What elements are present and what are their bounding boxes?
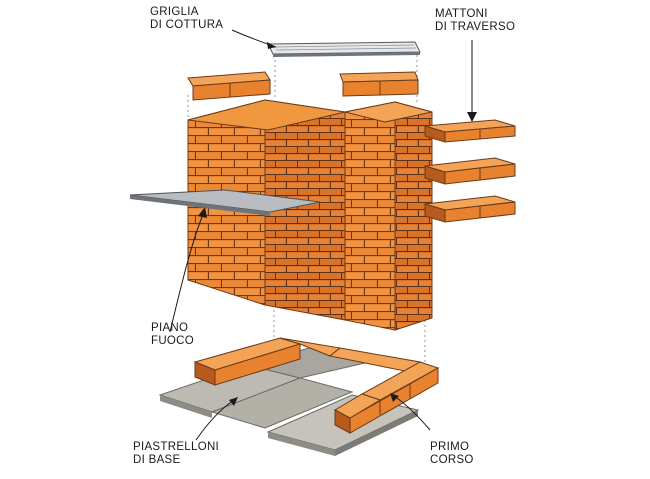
leader-arrowheads (198, 42, 477, 406)
label-cooking-grill: GRIGLIA DI COTTURA (150, 6, 224, 31)
label-base-slabs: PIASTRELLONI DI BASE (133, 441, 220, 466)
label-cooking-grill-box: GRIGLIA DI COTTURA (150, 6, 224, 31)
label-first-course-box: PRIMO CORSO (430, 441, 474, 466)
label-first-course: PRIMO CORSO (430, 441, 474, 466)
label-fire-plate-box: PIANO FUOCO (151, 322, 195, 347)
leader-lines (169, 29, 473, 441)
label-base-slabs-box: PIASTRELLONI DI BASE (133, 441, 220, 466)
cross-bricks (424, 119, 516, 223)
label-cross-bricks-box: MATTONI DI TRAVERSO (435, 8, 516, 33)
label-fire-plate: PIANO FUOCO (151, 322, 195, 347)
fire-plate (129, 189, 321, 216)
top-course (187, 99, 346, 131)
cooking-grill (267, 41, 421, 57)
right-pillar (344, 101, 433, 331)
loose-top-bricks (187, 71, 419, 101)
label-cross-bricks: MATTONI DI TRAVERSO (435, 8, 516, 33)
base-slab-mid (210, 377, 354, 429)
